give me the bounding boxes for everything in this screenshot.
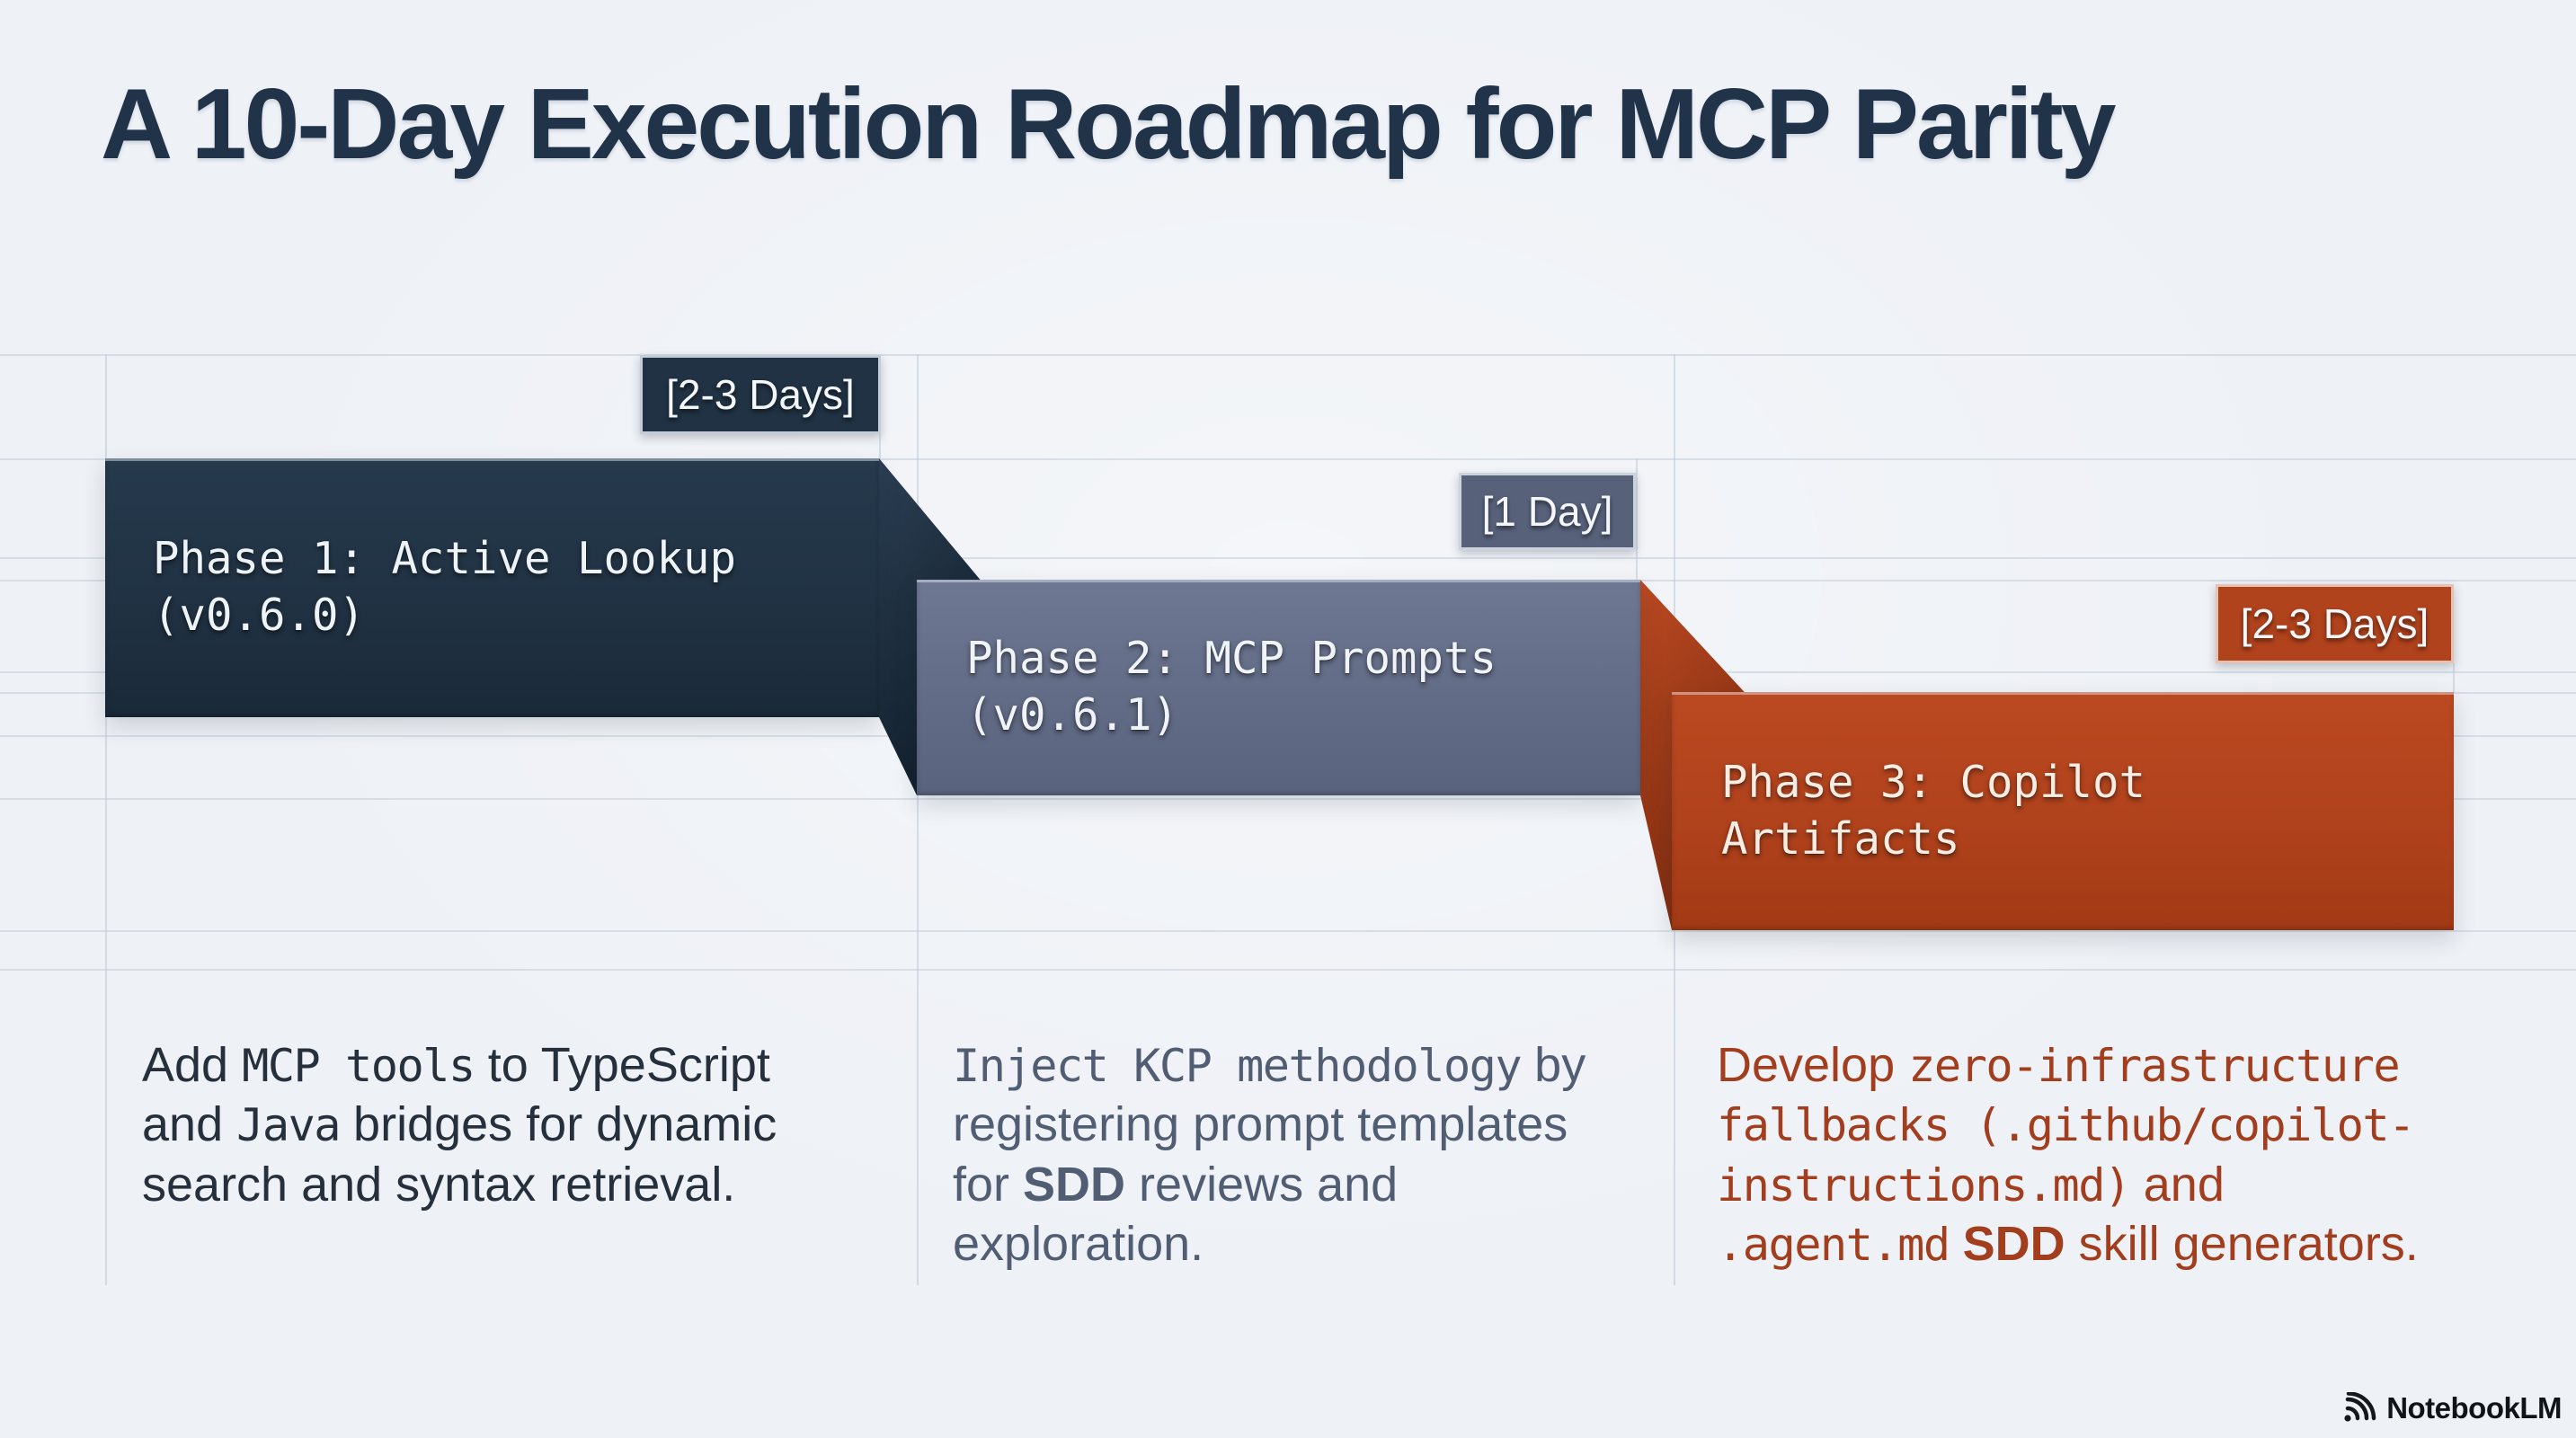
- phase3-label-line2: Artifacts: [1721, 812, 1960, 865]
- text-segment: zero-infrastructure: [1908, 1039, 2400, 1092]
- text-segment: search and syntax retrieval.: [142, 1157, 736, 1212]
- gridline-vertical: [917, 354, 919, 1285]
- gridline-vertical: [105, 354, 107, 1285]
- phase3-duration-badge: [2-3 Days]: [2216, 584, 2454, 663]
- text-segment: exploration.: [953, 1217, 1204, 1272]
- gridline-horizontal: [0, 354, 2576, 356]
- gridline-horizontal: [0, 798, 2576, 800]
- text-segment: by: [1521, 1038, 1586, 1092]
- text-segment: SDD: [1962, 1217, 2065, 1272]
- phase3-bar: Phase 3: Copilot Artifacts: [1672, 692, 2454, 930]
- text-segment: and: [2129, 1157, 2225, 1212]
- description-line: search and syntax retrieval.: [142, 1155, 777, 1214]
- text-segment: .agent.md: [1717, 1218, 1950, 1272]
- phase3-label-line1: Phase 3: Copilot: [1721, 756, 2146, 808]
- text-segment: registering prompt templates: [953, 1097, 1568, 1152]
- phase1-bar: Phase 1: Active Lookup (v0.6.0): [105, 458, 879, 717]
- phase2-bar: Phase 2: MCP Prompts (v0.6.1): [917, 580, 1640, 795]
- description-line: fallbacks (.github/copilot-: [1717, 1095, 2419, 1154]
- notebooklm-brand: NotebookLM: [2341, 1391, 2562, 1425]
- notebooklm-brand-text: NotebookLM: [2386, 1391, 2562, 1425]
- gridline-horizontal: [0, 458, 2576, 460]
- text-segment: skill generators.: [2065, 1217, 2419, 1272]
- text-segment: SDD: [1023, 1157, 1126, 1212]
- text-segment: Develop: [1717, 1038, 1909, 1092]
- description-line: and Java bridges for dynamic: [142, 1095, 777, 1154]
- phase2-label-line2: (v0.6.1): [966, 689, 1179, 741]
- phase1-label-line1: Phase 1: Active Lookup: [153, 533, 737, 585]
- phase1-description: Add MCP tools to TypeScript and Java bri…: [142, 1035, 777, 1214]
- text-segment: reviews and: [1125, 1157, 1399, 1212]
- description-line: registering prompt templates: [953, 1095, 1586, 1154]
- gridline-horizontal: [0, 930, 2576, 932]
- phase2-duration-badge: [1 Day]: [1459, 473, 1636, 550]
- text-segment: MCP tools: [242, 1039, 475, 1092]
- description-line: Add MCP tools to TypeScript: [142, 1035, 777, 1095]
- gridline-vertical: [1636, 458, 1638, 580]
- text-segment: Java: [236, 1098, 341, 1152]
- gridline-horizontal: [0, 969, 2576, 971]
- text-segment: bridges for dynamic: [340, 1097, 777, 1152]
- text-segment: fallbacks (.github/copilot-: [1717, 1098, 2415, 1152]
- text-segment: [1950, 1217, 1963, 1271]
- text-segment: to TypeScript: [474, 1038, 770, 1092]
- phase2-label-line1: Phase 2: MCP Prompts: [966, 633, 1497, 685]
- gridline-vertical: [2453, 663, 2455, 694]
- description-line: exploration.: [953, 1214, 1586, 1274]
- text-segment: Inject KCP methodology: [953, 1039, 1523, 1092]
- phase3-description: Develop zero-infrastructure fallbacks (.…: [1717, 1035, 2419, 1274]
- page-title: A 10-Day Execution Roadmap for MCP Parit…: [101, 68, 2116, 180]
- phase2-description: Inject KCP methodology by registering pr…: [953, 1035, 1586, 1274]
- description-line: instructions.md) and: [1717, 1155, 2419, 1214]
- description-line: Inject KCP methodology by: [953, 1035, 1586, 1095]
- gridline-horizontal: [0, 557, 2576, 559]
- description-line: for SDD reviews and: [953, 1155, 1586, 1214]
- gridline-vertical: [879, 434, 881, 460]
- text-segment: and: [142, 1097, 237, 1152]
- phase1-label-line2: (v0.6.0): [153, 590, 366, 641]
- description-line: Develop zero-infrastructure: [1717, 1035, 2419, 1095]
- text-segment: Add: [142, 1038, 243, 1092]
- description-line: .agent.md SDD skill generators.: [1717, 1214, 2419, 1274]
- text-segment: instructions.md): [1717, 1158, 2131, 1212]
- text-segment: for: [953, 1157, 1024, 1212]
- notebooklm-logo-icon: [2344, 1392, 2376, 1422]
- phase1-duration-badge: [2-3 Days]: [640, 355, 881, 434]
